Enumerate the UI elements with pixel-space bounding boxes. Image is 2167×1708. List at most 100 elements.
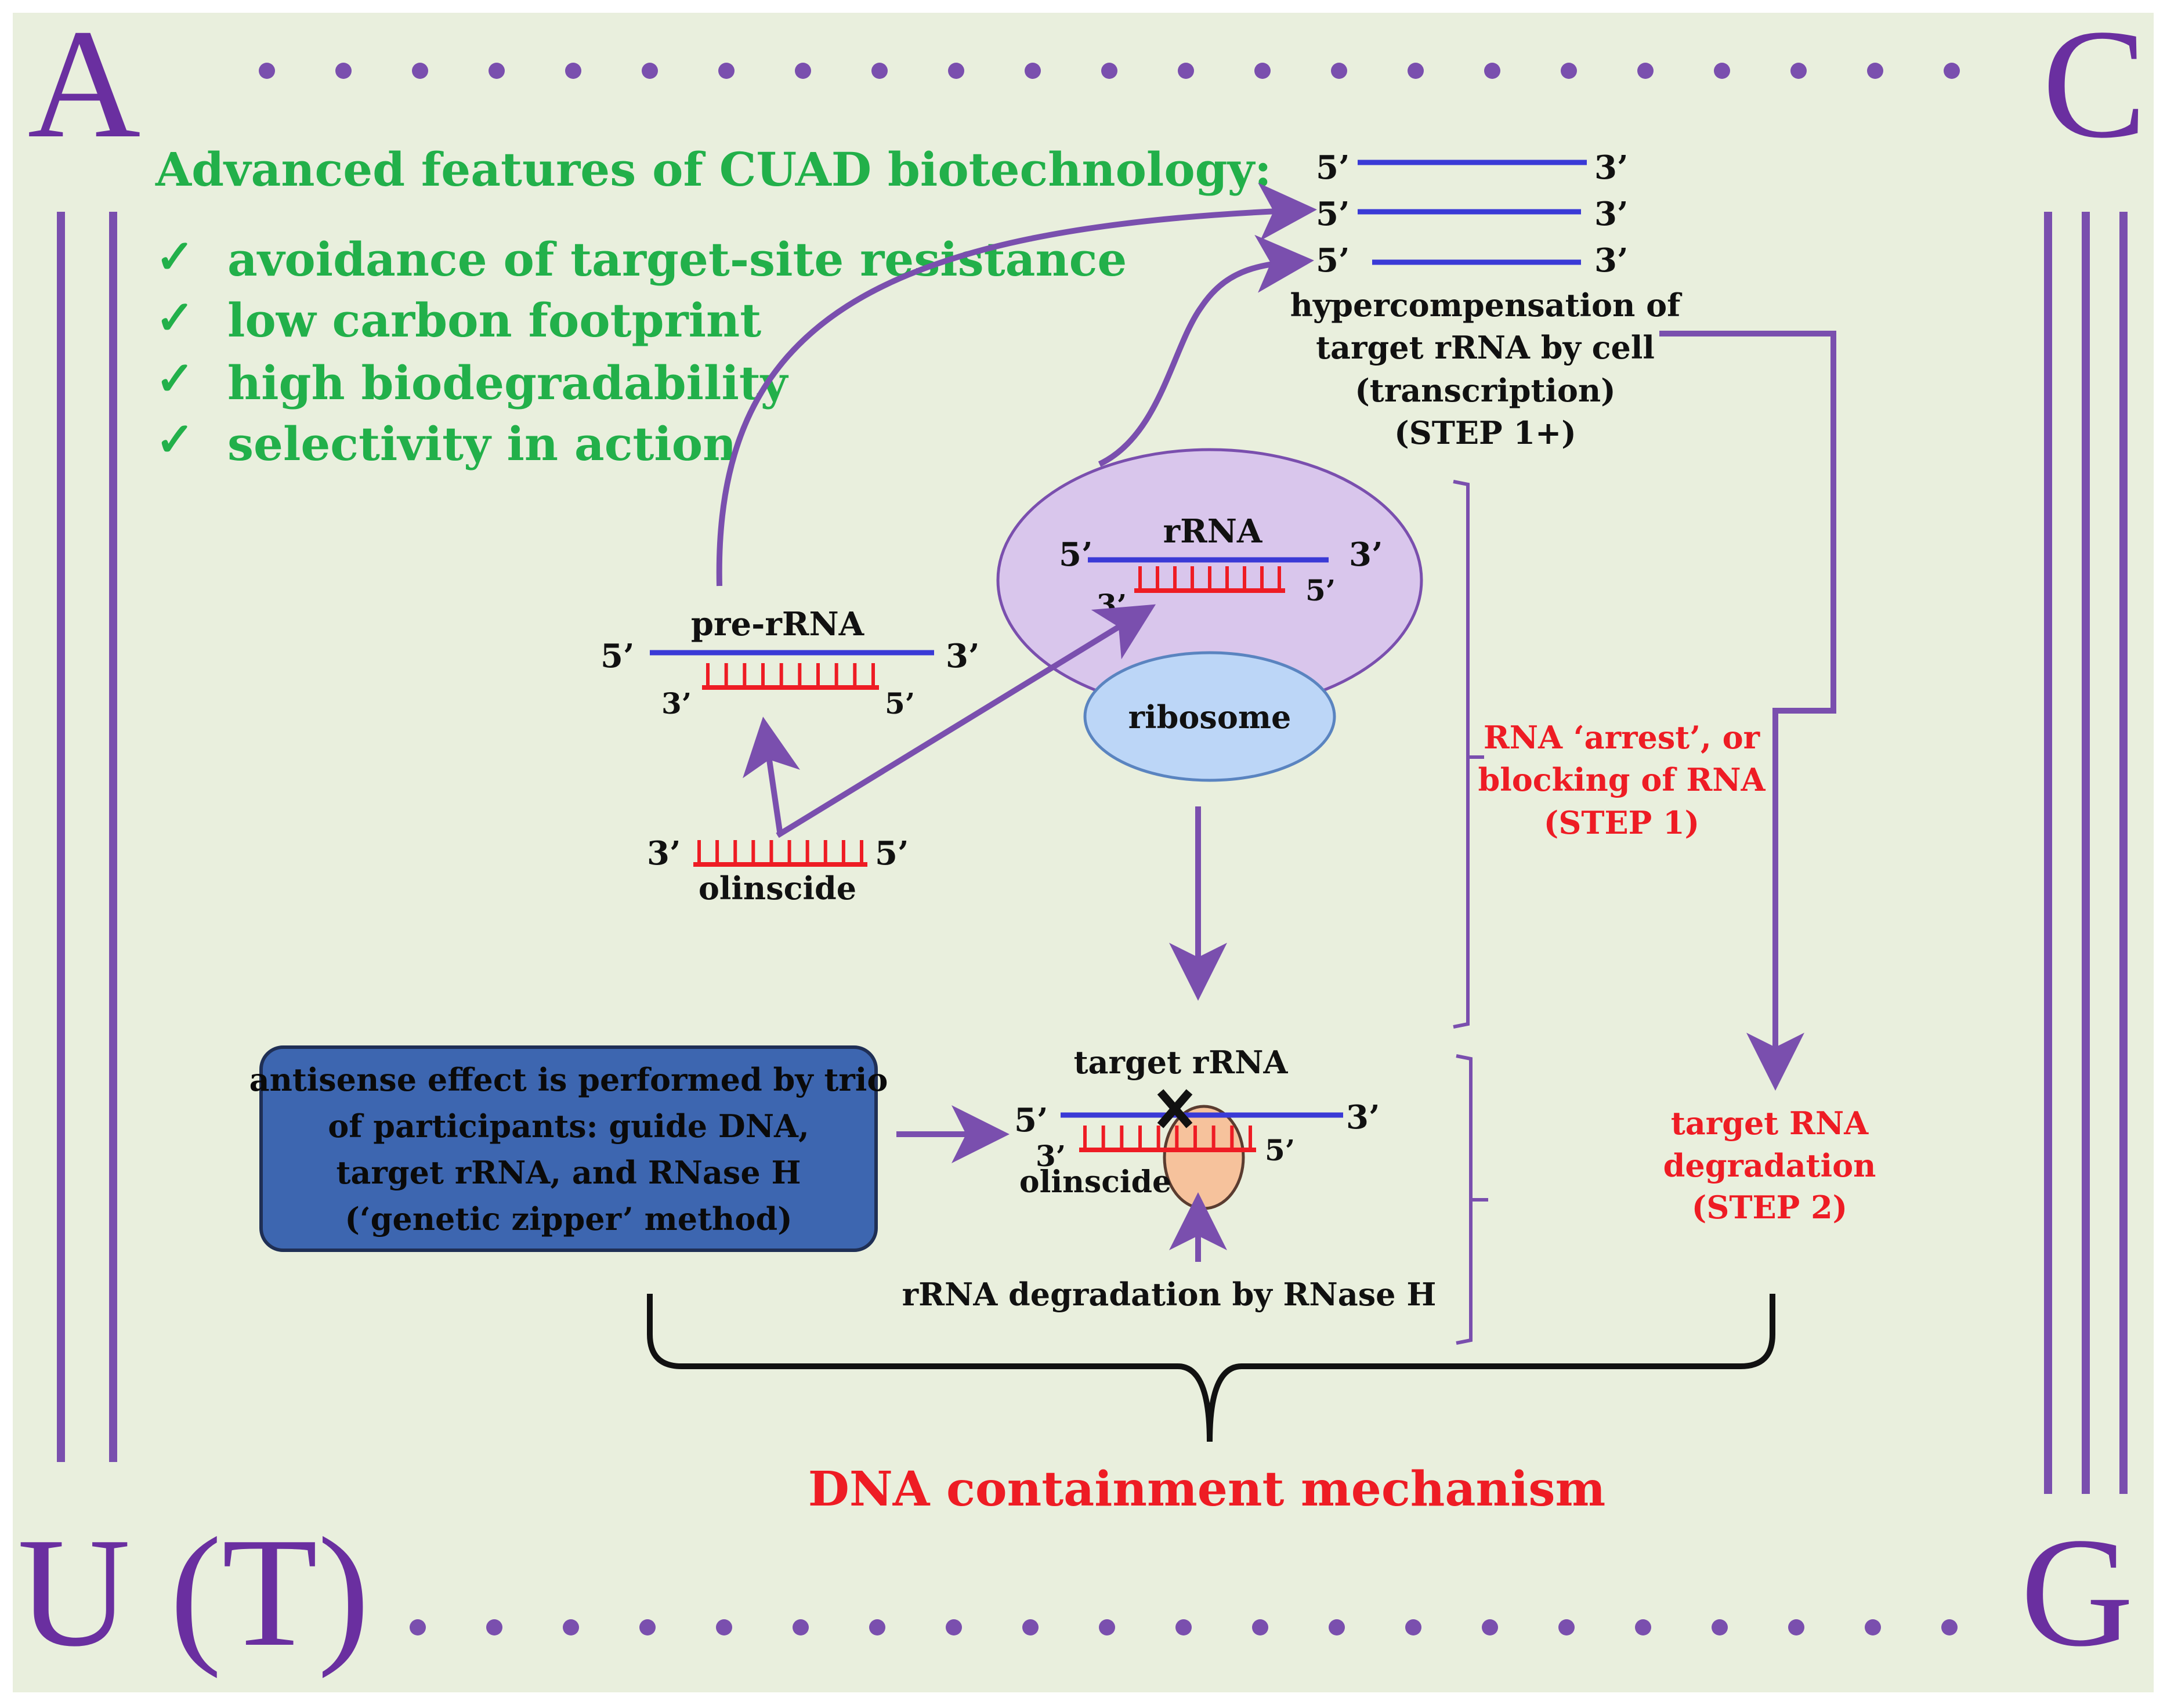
border-dot bbox=[565, 63, 581, 79]
label-line: hypercompensation of bbox=[1290, 287, 1683, 324]
border-dot bbox=[335, 63, 352, 79]
border-dot bbox=[1252, 1619, 1268, 1635]
label-line: (STEP 1) bbox=[1544, 804, 1699, 841]
check-icon: ✓ bbox=[155, 412, 194, 466]
three-prime-label: 3’ bbox=[1097, 588, 1127, 622]
corner-letter-a: A bbox=[28, 0, 141, 171]
border-dot bbox=[1329, 1619, 1345, 1635]
three-prime-label: 3’ bbox=[647, 834, 681, 873]
three-prime-label: 3’ bbox=[1594, 149, 1628, 187]
border-dot bbox=[1099, 1619, 1115, 1635]
border-dot bbox=[1790, 63, 1807, 79]
three-prime-label: 3’ bbox=[1594, 195, 1628, 233]
border-dot bbox=[489, 63, 505, 79]
border-dot bbox=[1482, 1619, 1498, 1635]
five-prime-label: 5’ bbox=[1059, 535, 1092, 574]
step2-bracket bbox=[1456, 1054, 1488, 1345]
border-dot bbox=[869, 1619, 885, 1635]
right-border-lines bbox=[2044, 212, 2128, 1494]
border-dot bbox=[1712, 1619, 1728, 1635]
border-dot bbox=[1408, 63, 1424, 79]
border-dot bbox=[639, 1619, 656, 1635]
border-dot bbox=[1944, 63, 1960, 79]
border-dot bbox=[1178, 63, 1194, 79]
border-dot bbox=[410, 1619, 426, 1635]
border-dot bbox=[1867, 63, 1883, 79]
step1-label: RNA ‘arrest’, or blocking of RNA (STEP 1… bbox=[1478, 719, 1766, 841]
label-line: degradation bbox=[1663, 1147, 1876, 1184]
free-olinscide: 3’ 5’ olinscide bbox=[647, 834, 909, 907]
border-dot bbox=[1788, 1619, 1804, 1635]
border-dot bbox=[1637, 63, 1654, 79]
feature-text: low carbon footprint bbox=[227, 293, 761, 348]
border-dot bbox=[795, 63, 811, 79]
mechanism-brace bbox=[647, 1294, 1775, 1442]
five-prime-label: 5’ bbox=[1316, 149, 1350, 187]
feature-item: ✓ high biodegradability bbox=[155, 351, 789, 410]
info-line: target rRNA, and RNase H bbox=[336, 1154, 801, 1191]
five-prime-label: 5’ bbox=[1305, 573, 1336, 607]
border-dot bbox=[486, 1619, 502, 1635]
five-prime-label: 5’ bbox=[1014, 1101, 1048, 1139]
border-dot bbox=[1561, 63, 1577, 79]
target-rrna-complex: target rRNA 5’ 3’ 3’ 5’ olinscide rRNA d… bbox=[902, 1044, 1437, 1313]
border-dot bbox=[642, 63, 658, 79]
label-line: (STEP 1+) bbox=[1394, 414, 1576, 451]
olinscide-bound-strand bbox=[702, 663, 879, 690]
three-prime-label: 3’ bbox=[661, 686, 692, 721]
rnase-h-enzyme bbox=[1163, 1105, 1245, 1210]
three-prime-label: 3’ bbox=[1036, 1139, 1066, 1173]
border-dot bbox=[1331, 63, 1347, 79]
target-rrna-label: target rRNA bbox=[1074, 1044, 1289, 1081]
label-line: target rRNA by cell bbox=[1316, 329, 1655, 366]
border-dot bbox=[948, 63, 964, 79]
background-panel bbox=[13, 13, 2154, 1692]
label-line: (transcription) bbox=[1355, 372, 1615, 409]
border-dot bbox=[412, 63, 428, 79]
border-dot bbox=[1025, 63, 1041, 79]
arrow-ribosome-to-hypercompensation bbox=[1098, 234, 1314, 467]
arrow-olinscide-to-pre-rrna bbox=[743, 717, 801, 836]
hypercompensation-label: hypercompensation of target rRNA by cell… bbox=[1290, 287, 1683, 451]
feature-item: ✓ low carbon footprint bbox=[155, 290, 761, 348]
border-dot bbox=[1941, 1619, 1958, 1635]
label-line: RNA ‘arrest’, or bbox=[1484, 719, 1760, 756]
features-heading: Advanced features of CUAD biotechnology: bbox=[155, 142, 1272, 197]
three-prime-label: 3’ bbox=[1349, 535, 1383, 574]
corner-letter-c: C bbox=[2042, 0, 2147, 171]
check-icon: ✓ bbox=[155, 351, 194, 406]
border-dot bbox=[563, 1619, 579, 1635]
bottom-dotted-border bbox=[410, 1619, 1958, 1635]
label-line: (STEP 2) bbox=[1692, 1189, 1847, 1226]
border-dot bbox=[259, 63, 275, 79]
five-prime-label: 5’ bbox=[885, 686, 915, 721]
olinscide-strand bbox=[693, 840, 867, 867]
olinscide-label: olinscide bbox=[699, 870, 856, 907]
border-dot bbox=[793, 1619, 809, 1635]
rnase-h-degradation-label: rRNA degradation by RNase H bbox=[902, 1276, 1437, 1313]
info-line: of participants: guide DNA, bbox=[328, 1108, 809, 1145]
border-dot bbox=[1865, 1619, 1881, 1635]
border-dot bbox=[1484, 63, 1500, 79]
border-dot bbox=[1101, 63, 1117, 79]
five-prime-label: 5’ bbox=[1316, 195, 1350, 233]
border-dot bbox=[1254, 63, 1271, 79]
arrow-hypercompensation-to-degradation bbox=[1659, 331, 1836, 1091]
border-dot bbox=[1175, 1619, 1192, 1635]
rrna-strand: 5’ 3’ bbox=[1316, 149, 1628, 187]
left-border-lines bbox=[57, 212, 117, 1462]
border-dot bbox=[946, 1619, 962, 1635]
five-prime-label: 5’ bbox=[1316, 241, 1350, 280]
feature-item: ✓ selectivity in action bbox=[155, 412, 736, 471]
corner-letter-g: G bbox=[2021, 1506, 2134, 1679]
feature-text: high biodegradability bbox=[227, 356, 789, 410]
border-dot bbox=[718, 63, 735, 79]
target-olinscide-label: olinscide bbox=[1019, 1164, 1171, 1200]
step1-bracket bbox=[1453, 480, 1484, 1029]
border-dot bbox=[1635, 1619, 1651, 1635]
hypercompensation-strands: 5’ 3’ 5’ 3’ 5’ 3’ bbox=[1316, 149, 1628, 280]
corner-letter-ut: U (T) bbox=[17, 1506, 370, 1679]
five-prime-label: 5’ bbox=[1265, 1133, 1295, 1167]
info-box bbox=[259, 1045, 878, 1252]
